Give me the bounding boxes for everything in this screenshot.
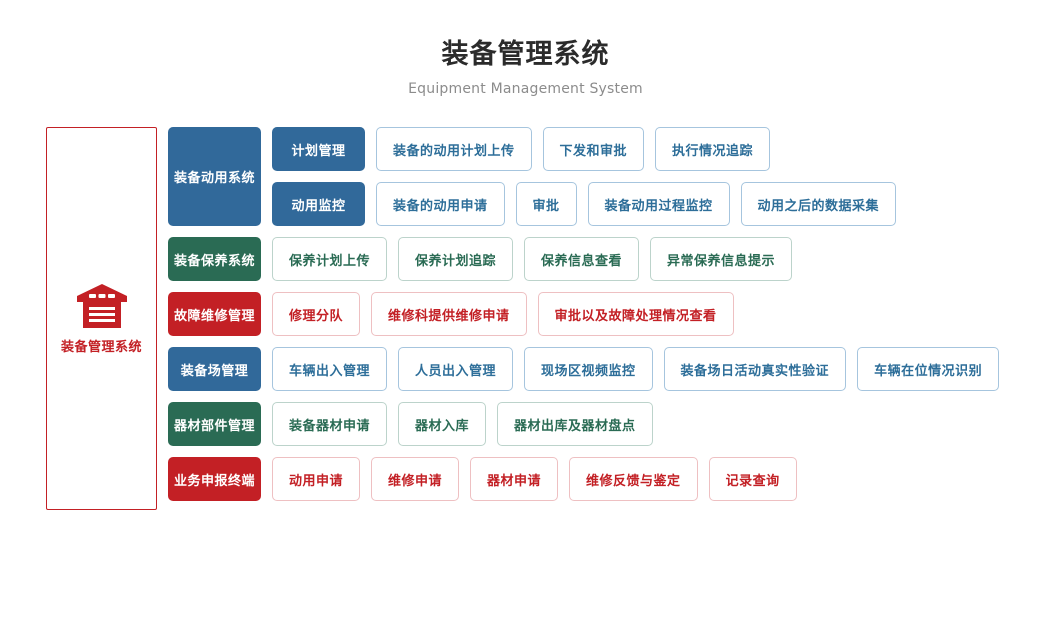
- module-button[interactable]: 保养计划上传: [272, 237, 388, 281]
- module-group-parts-components-management: 器材部件管理装备器材申请器材入库器材出库及器材盘点: [168, 402, 1051, 446]
- module-button[interactable]: 审批: [515, 182, 577, 226]
- warehouse-icon: [75, 283, 129, 329]
- subcategory-chip[interactable]: 动用监控: [272, 182, 365, 226]
- module-subrow: 装备器材申请器材入库器材出库及器材盘点: [272, 402, 653, 446]
- module-button[interactable]: 装备场日活动真实性验证: [663, 347, 847, 391]
- category-chip-equipment-maintenance-system[interactable]: 装备保养系统: [168, 237, 261, 281]
- module-groups: 装备动用系统计划管理装备的动用计划上传下发和审批执行情况追踪动用监控装备的动用申…: [168, 127, 1051, 512]
- module-button[interactable]: 器材申请: [470, 457, 559, 501]
- module-subrow: 动用监控装备的动用申请审批装备动用过程监控动用之后的数据采集: [272, 182, 897, 226]
- module-button[interactable]: 车辆出入管理: [272, 347, 388, 391]
- module-group-business-declaration-terminal: 业务申报终端动用申请维修申请器材申请维修反馈与鉴定记录查询: [168, 457, 1051, 501]
- module-button[interactable]: 执行情况追踪: [655, 127, 771, 171]
- module-button[interactable]: 装备器材申请: [272, 402, 388, 446]
- module-button[interactable]: 器材出库及器材盘点: [497, 402, 653, 446]
- module-button[interactable]: 人员出入管理: [398, 347, 514, 391]
- category-chip-parts-components-management[interactable]: 器材部件管理: [168, 402, 261, 446]
- module-group-equipment-maintenance-system: 装备保养系统保养计划上传保养计划追踪保养信息查看异常保养信息提示: [168, 237, 1051, 281]
- module-button[interactable]: 审批以及故障处理情况查看: [537, 292, 734, 336]
- module-subrow: 车辆出入管理人员出入管理现场区视频监控装备场日活动真实性验证车辆在位情况识别: [272, 347, 1000, 391]
- module-subrow: 修理分队维修科提供维修申请审批以及故障处理情况查看: [272, 292, 734, 336]
- page-title: 装备管理系统: [441, 39, 610, 70]
- category-chip-equipment-yard-management[interactable]: 装备场管理: [168, 347, 261, 391]
- subrow-list: 动用申请维修申请器材申请维修反馈与鉴定记录查询: [272, 457, 797, 501]
- module-group-fault-repair-management: 故障维修管理修理分队维修科提供维修申请审批以及故障处理情况查看: [168, 292, 1051, 336]
- module-button[interactable]: 下发和审批: [542, 127, 645, 171]
- module-group-equipment-dispatch-system: 装备动用系统计划管理装备的动用计划上传下发和审批执行情况追踪动用监控装备的动用申…: [168, 127, 1051, 226]
- module-button[interactable]: 记录查询: [708, 457, 797, 501]
- subrow-list: 计划管理装备的动用计划上传下发和审批执行情况追踪动用监控装备的动用申请审批装备动…: [272, 127, 897, 226]
- subrow-list: 修理分队维修科提供维修申请审批以及故障处理情况查看: [272, 292, 734, 336]
- module-group-equipment-yard-management: 装备场管理车辆出入管理人员出入管理现场区视频监控装备场日活动真实性验证车辆在位情…: [168, 347, 1051, 391]
- brand-label: 装备管理系统: [60, 339, 142, 355]
- module-button[interactable]: 装备的动用申请: [376, 182, 505, 226]
- module-button[interactable]: 装备动用过程监控: [587, 182, 730, 226]
- category-chip-fault-repair-management[interactable]: 故障维修管理: [168, 292, 261, 336]
- subrow-list: 装备器材申请器材入库器材出库及器材盘点: [272, 402, 653, 446]
- module-button[interactable]: 车辆在位情况识别: [857, 347, 1000, 391]
- module-button[interactable]: 动用之后的数据采集: [740, 182, 897, 226]
- page-subtitle: Equipment Management System: [408, 80, 643, 97]
- module-button[interactable]: 保养信息查看: [524, 237, 640, 281]
- module-subrow: 计划管理装备的动用计划上传下发和审批执行情况追踪: [272, 127, 896, 171]
- architecture-board: 装备管理系统 装备动用系统计划管理装备的动用计划上传下发和审批执行情况追踪动用监…: [0, 127, 1051, 512]
- module-button[interactable]: 维修科提供维修申请: [371, 292, 527, 336]
- module-button[interactable]: 修理分队: [272, 292, 361, 336]
- module-button[interactable]: 器材入库: [398, 402, 487, 446]
- module-subrow: 动用申请维修申请器材申请维修反馈与鉴定记录查询: [272, 457, 797, 501]
- brand-panel: 装备管理系统: [46, 127, 157, 510]
- page-header: 装备管理系统 Equipment Management System: [0, 0, 1051, 97]
- module-button[interactable]: 维修反馈与鉴定: [569, 457, 698, 501]
- category-chip-equipment-dispatch-system[interactable]: 装备动用系统: [168, 127, 261, 226]
- category-chip-business-declaration-terminal[interactable]: 业务申报终端: [168, 457, 261, 501]
- module-button[interactable]: 动用申请: [272, 457, 361, 501]
- subrow-list: 车辆出入管理人员出入管理现场区视频监控装备场日活动真实性验证车辆在位情况识别: [272, 347, 1000, 391]
- subcategory-chip[interactable]: 计划管理: [272, 127, 365, 171]
- module-button[interactable]: 现场区视频监控: [524, 347, 653, 391]
- module-button[interactable]: 维修申请: [371, 457, 460, 501]
- module-button[interactable]: 装备的动用计划上传: [376, 127, 532, 171]
- module-button[interactable]: 保养计划追踪: [398, 237, 514, 281]
- module-button[interactable]: 异常保养信息提示: [650, 237, 793, 281]
- module-subrow: 保养计划上传保养计划追踪保养信息查看异常保养信息提示: [272, 237, 793, 281]
- subrow-list: 保养计划上传保养计划追踪保养信息查看异常保养信息提示: [272, 237, 793, 281]
